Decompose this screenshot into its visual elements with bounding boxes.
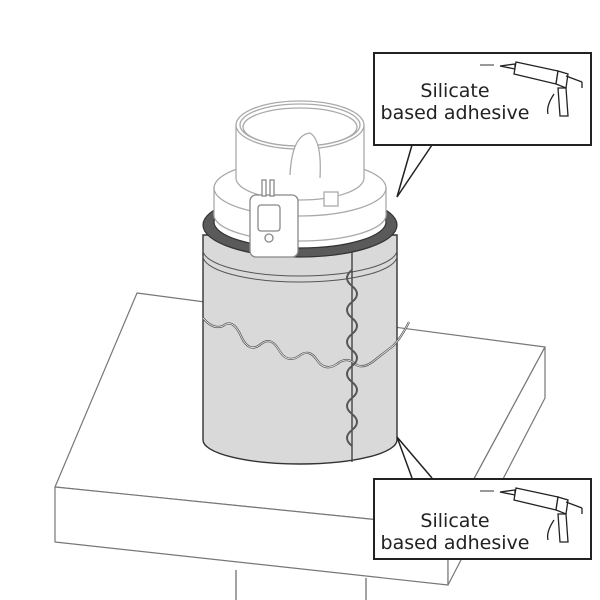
fire-damper (213, 100, 387, 258)
callout-top: Silicate based adhesive (373, 52, 592, 146)
caulking-gun-icon (480, 61, 583, 117)
callout-pointers (396, 144, 433, 479)
support-column (235, 570, 367, 600)
callout-bottom-line1: Silicate (420, 510, 490, 532)
callout-top-line2: based adhesive (380, 102, 530, 124)
fire-sleeve (202, 234, 410, 465)
callout-top-line1: Silicate (420, 80, 490, 102)
caulking-gun-icon (480, 487, 583, 543)
callout-bottom: Silicate based adhesive (373, 478, 592, 560)
callout-bottom-line2: based adhesive (380, 532, 530, 554)
